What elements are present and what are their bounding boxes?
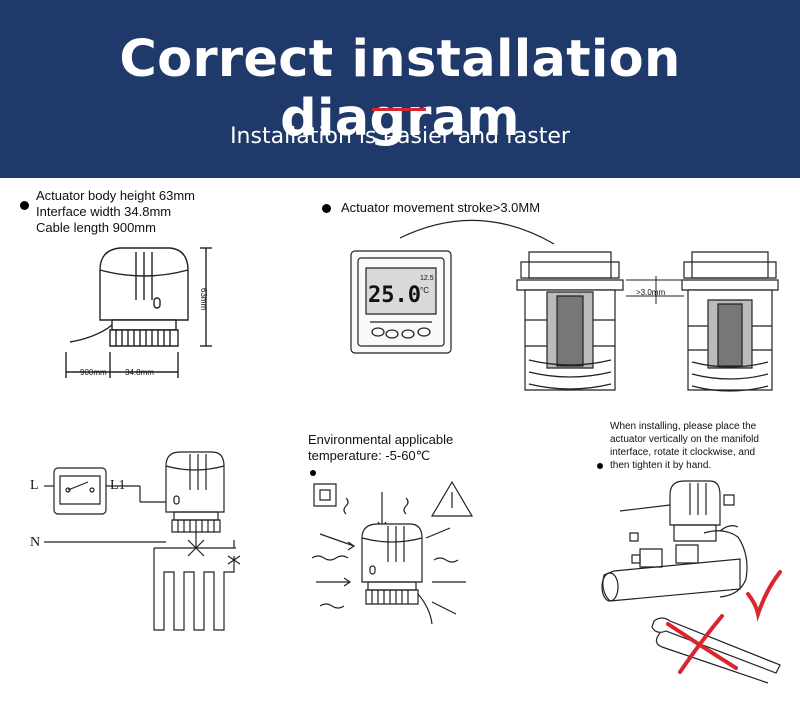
bullet-dot	[597, 463, 603, 469]
wiring-label-l: L	[30, 478, 39, 493]
page-subtitle: Installation is easier and faster	[230, 124, 570, 149]
header-banner: Correct installation diagram Installatio…	[0, 0, 800, 178]
install-line-3: interface, rotate it clockwise, and	[610, 447, 756, 458]
dimension-cable-label: 900mm	[80, 368, 107, 377]
environment-label-line2: temperature: -5-60℃	[308, 448, 431, 463]
dimensions-line-cable: Cable length 900mm	[36, 220, 156, 235]
environment-illustration	[306, 478, 486, 628]
dimensions-line-width: Interface width 34.8mm	[36, 204, 172, 219]
correct-check-icon	[744, 570, 784, 620]
thermostat-unit: °C	[420, 286, 429, 295]
incorrect-cross-icon	[662, 612, 742, 676]
thermostat-device	[350, 250, 452, 354]
thermostat-small-reading: 12.5	[420, 275, 434, 282]
bullet-dot	[322, 204, 331, 213]
stroke-callout-marker	[626, 276, 686, 306]
bullet-dot	[20, 201, 29, 210]
dimension-height-label: 63mm	[199, 288, 208, 311]
install-line-2: actuator vertically on the manifold	[610, 434, 759, 445]
install-illustration	[600, 475, 796, 695]
bullet-dot	[310, 470, 316, 476]
wiring-diagram	[40, 440, 260, 640]
page-title: Correct installation diagram	[119, 30, 681, 148]
environment-label-line1: Environmental applicable	[308, 432, 454, 447]
valve-cross-section-closed	[515, 250, 625, 395]
dimension-width-label: 34.8mm	[125, 368, 154, 377]
thermostat-reading: 25.0	[368, 283, 421, 308]
wiring-label-n: N	[30, 535, 41, 550]
stroke-arc	[398, 218, 558, 248]
valve-cross-section-open	[680, 250, 780, 395]
install-line-1: When installing, please place the	[610, 421, 757, 432]
actuator-dimension-drawing	[60, 240, 240, 385]
stroke-label: Actuator movement stroke>3.0MM	[341, 200, 541, 215]
title-accent-line	[372, 108, 426, 111]
install-line-4: then tighten it by hand.	[610, 460, 712, 471]
stroke-callout: >3.0mm	[636, 288, 666, 297]
dimensions-line-height: Actuator body height 63mm	[36, 188, 195, 203]
